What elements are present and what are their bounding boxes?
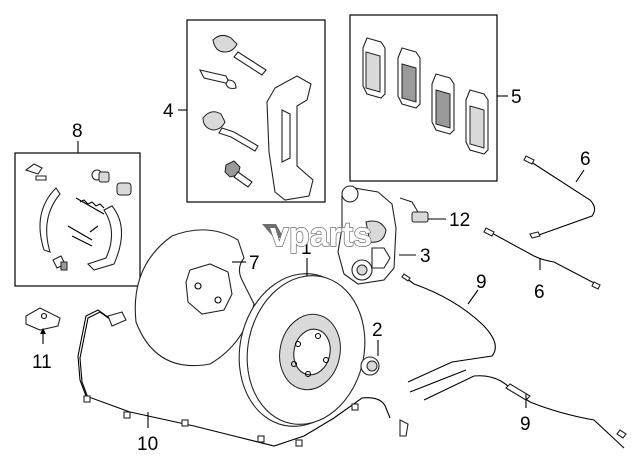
- caliper-bracket: [266, 75, 314, 201]
- hardware-kit-box: [186, 19, 326, 203]
- callout-9-leader-upper: [467, 289, 479, 305]
- wear-sensor[interactable]: [399, 197, 446, 223]
- brake-pad-box: [349, 14, 498, 182]
- callout-6-upper: 6: [580, 149, 591, 170]
- callout-6-leader-upper: [575, 169, 585, 183]
- brake-pad-set-group[interactable]: [349, 14, 508, 182]
- small-hardware-parts: [24, 163, 132, 271]
- callout-11-arrowhead: [40, 328, 46, 334]
- brake-pad-4: [465, 89, 489, 155]
- callout-8: 8: [72, 121, 83, 142]
- callout-3: 3: [420, 246, 431, 267]
- watermark-text: vparts: [270, 216, 372, 254]
- brake-rotor[interactable]: [225, 258, 378, 438]
- brake-shoe-right: [86, 205, 123, 271]
- callout-9-lower: 9: [520, 414, 531, 435]
- parking-brake-cable-lower[interactable]: [423, 375, 627, 449]
- brake-hose-upper[interactable]: [523, 155, 596, 239]
- callout-2: 2: [372, 320, 383, 341]
- callout-4: 4: [163, 101, 174, 122]
- callout-5: 5: [511, 87, 522, 108]
- brake-caliper[interactable]: [337, 185, 416, 285]
- callout-1: 1: [301, 238, 312, 259]
- parking-brake-cable-upper[interactable]: [401, 273, 496, 393]
- guide-pin-upper: [212, 34, 267, 76]
- brake-hose-lower[interactable]: [483, 227, 601, 290]
- caliper-hardware-kit-group[interactable]: [178, 19, 326, 203]
- guide-pin-lower: [202, 111, 259, 152]
- brake-pad-2: [397, 47, 421, 109]
- callout-11: 11: [32, 352, 52, 373]
- callout-10: 10: [137, 434, 158, 455]
- return-springs: [67, 197, 105, 247]
- brake-pad-1: [362, 37, 386, 99]
- callout-12: 12: [449, 210, 470, 231]
- callout-6-lower: 6: [534, 282, 545, 303]
- caliper-bolt: [224, 160, 253, 188]
- sensor-bracket[interactable]: [25, 307, 61, 344]
- hub-bolt[interactable]: [360, 340, 380, 376]
- vparts-logo-mark: [262, 224, 284, 238]
- callout-9-upper: 9: [476, 272, 487, 293]
- callout-7: 7: [249, 253, 260, 274]
- parking-brake-shoe-kit-group[interactable]: [14, 141, 141, 287]
- anti-rattle-clip: [198, 69, 237, 90]
- brake-shoe-left: [39, 187, 61, 253]
- dust-shield[interactable]: [134, 229, 255, 367]
- abs-sensor-harness[interactable]: [77, 309, 409, 447]
- vparts-watermark: vparts: [262, 215, 373, 255]
- brake-pad-3: [431, 73, 455, 135]
